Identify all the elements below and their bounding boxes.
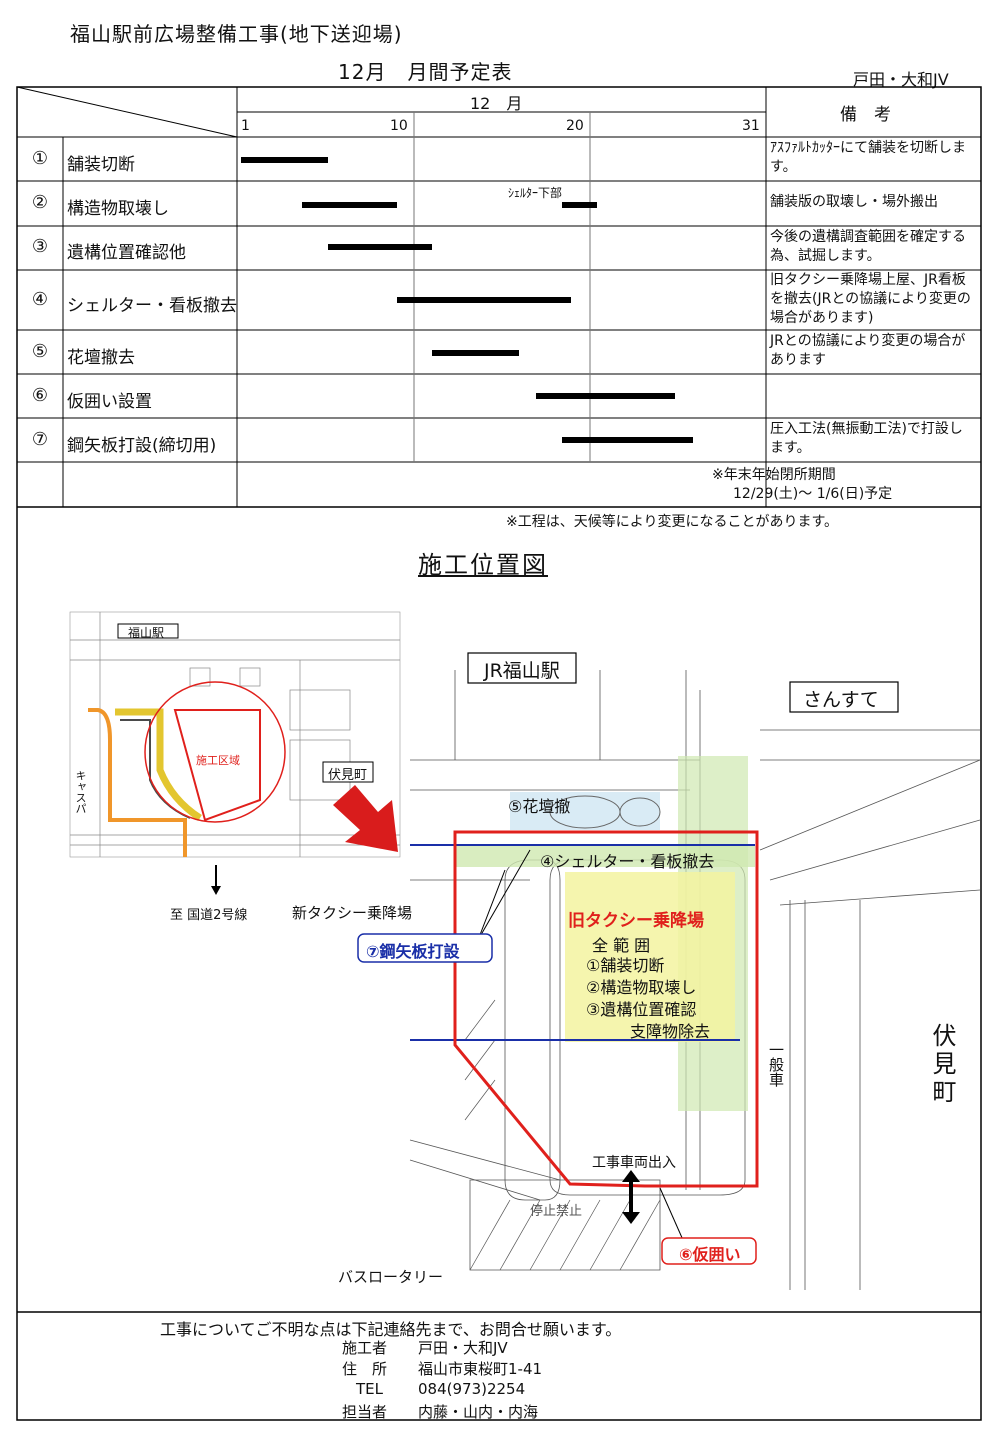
jr-station-label: JR福山駅	[484, 660, 560, 682]
scope-line: 全 範 囲	[592, 936, 651, 955]
task-remark: ｱｽﾌｧﾙﾄｶｯﾀｰにて舗装を切断します。	[770, 140, 966, 175]
contractor-value: 戸田・大和JV	[418, 1339, 508, 1357]
day-tick-31: 31	[742, 118, 760, 134]
bus-rotary-label: バスロータリー	[338, 1268, 444, 1286]
day-tick-20: 20	[566, 118, 584, 134]
address-value: 福山市東桜町1-41	[418, 1360, 543, 1378]
task-name: 仮囲い設置	[67, 392, 152, 412]
company-name: 戸田・大和JV	[853, 70, 949, 89]
day-tick-1: 1	[241, 118, 250, 134]
inset-direction-label: 至 国道2号線	[170, 908, 248, 923]
task-remark: 舗装版の取壊し・場外搬出	[770, 194, 938, 210]
document-subtitle: 12月 月間予定表	[338, 60, 513, 84]
task-number: ②	[31, 192, 49, 213]
shelter-label: ④シェルター・看板撤去	[540, 852, 715, 871]
tel-label: TEL	[356, 1380, 383, 1398]
document-title: 福山駅前広場整備工事(地下送迎場)	[70, 22, 403, 46]
inset-map	[69, 611, 401, 895]
scope-line: 支障物除去	[630, 1022, 711, 1041]
task-name: シェルター・看板撤去	[67, 296, 237, 316]
remarks-header: 備 考	[840, 105, 891, 125]
scope-line: ①舗装切断	[586, 956, 665, 975]
closure-note-title: ※年末年始閉所期間	[712, 467, 836, 483]
gantt-bar	[536, 393, 676, 399]
task-number: ④	[31, 289, 49, 310]
gantt-bar	[432, 350, 519, 356]
new-taxi-label: 新タクシー乗降場	[292, 904, 413, 922]
day-tick-10: 10	[390, 118, 408, 134]
gantt-bar	[327, 244, 433, 250]
inset-katakana-label: キャスパ	[74, 770, 87, 814]
scope-line: ②構造物取壊し	[586, 978, 697, 997]
closure-note-dates: 12/29(土)～ 1/6(日)予定	[733, 486, 893, 502]
inset-station-label: 福山駅	[128, 626, 165, 640]
gantt-bar	[562, 202, 597, 208]
task-name: 花壇撤去	[67, 348, 135, 368]
scope-line: ③遺構位置確認	[586, 1000, 697, 1019]
fushimi-label: 伏見町	[928, 1023, 956, 1107]
task-number: ⑤	[31, 341, 49, 362]
gantt-bar	[397, 297, 571, 303]
stop-ban-label: 停止禁止	[530, 1204, 583, 1219]
general-car-label: 一般車	[767, 1042, 785, 1087]
gantt-bar	[301, 202, 398, 208]
gantt-chart	[0, 0, 1000, 507]
task-number: ③	[31, 236, 49, 257]
task-remark: 今後の遺構調査範囲を確定する為、試掘します。	[770, 229, 966, 264]
main-map	[357, 652, 981, 1290]
contractor-label: 施工者	[342, 1339, 388, 1357]
map-heading: 施工位置図	[418, 551, 548, 579]
person-label: 担当者	[342, 1403, 388, 1421]
task-remark: JRとの協議により変更の場合があります	[770, 333, 966, 368]
task-name: 遺構位置確認他	[67, 243, 186, 263]
task-remark: 旧タクシー乗降場上屋、JR看板を撤去(JRとの協議により変更の場合があります)	[770, 272, 971, 326]
month-label: 12 月	[470, 94, 523, 113]
weather-note: ※工程は、天候等により変更になることがあります。	[506, 514, 839, 530]
inset-town-label: 伏見町	[328, 768, 368, 783]
inquiry-text: 工事についてご不明な点は下記連絡先まで、お問合せ願います。	[160, 1320, 622, 1339]
task-number: ①	[31, 148, 49, 169]
bar-label: ｼｪﾙﾀｰ下部	[508, 186, 563, 200]
vehicle-entry-label: 工事車両出入	[592, 1155, 676, 1171]
task-name: 鋼矢板打設(締切用)	[67, 436, 217, 456]
task-number: ⑦	[31, 429, 49, 450]
task-name: 構造物取壊し	[67, 199, 169, 219]
person-value: 内藤・山内・内海	[418, 1403, 539, 1421]
gantt-bar	[562, 437, 693, 443]
address-label: 住 所	[342, 1360, 388, 1378]
flower-bed-label: ⑤花壇撤	[508, 797, 571, 816]
fence-label: ⑥仮囲い	[679, 1245, 741, 1264]
gantt-bar	[241, 157, 328, 163]
inset-area-label: 施工区域	[196, 754, 240, 767]
sansute-label: さんすて	[803, 689, 879, 711]
task-remark: 圧入工法(無振動工法)で打設します。	[770, 421, 963, 456]
task-name: 舗装切断	[67, 155, 135, 175]
sheet-pile-label: ⑦鋼矢板打設	[366, 942, 460, 961]
tel-value: 084(973)2254	[418, 1380, 526, 1398]
task-number: ⑥	[31, 385, 49, 406]
old-taxi-label: 旧タクシー乗降場	[568, 911, 704, 931]
